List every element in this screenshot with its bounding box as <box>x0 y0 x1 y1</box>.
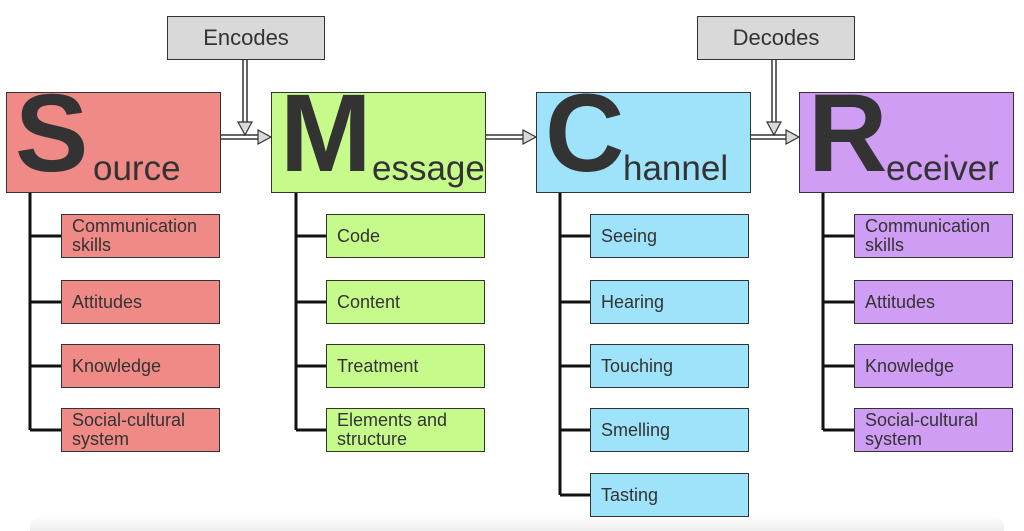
decodes-arrow-arrowhead <box>765 121 783 137</box>
encodes-box: Encodes <box>167 16 325 60</box>
channel-initial: C <box>545 72 624 195</box>
message-item: Content <box>326 280 485 324</box>
channel-box: C hannel <box>536 79 751 193</box>
receiver-initial: R <box>808 72 887 195</box>
encodes-arrow-arrowhead <box>236 121 254 137</box>
source-item: Knowledge <box>61 344 220 388</box>
channel-item: Touching <box>590 344 749 388</box>
source-rest: ource <box>93 149 181 188</box>
source-item: Social-cultural system <box>61 408 220 452</box>
receiver-item: Knowledge <box>854 344 1013 388</box>
receiver-box: R eceiver <box>799 79 1014 193</box>
receiver-rest: eceiver <box>886 149 999 188</box>
message-item: Elements and structure <box>326 408 485 452</box>
channel-to-receiver-arrow-arrowhead <box>785 128 801 146</box>
page-bottom-edge <box>30 515 1004 531</box>
message-item: Code <box>326 214 485 258</box>
channel-item: Hearing <box>590 280 749 324</box>
channel-item: Seeing <box>590 214 749 258</box>
source-item: Attitudes <box>61 280 220 324</box>
source-item: Communication skills <box>61 214 220 258</box>
source-to-message-arrow-arrowhead <box>257 128 273 146</box>
decodes-box: Decodes <box>697 16 855 60</box>
receiver-item: Social-cultural system <box>854 408 1013 452</box>
source-initial: S <box>15 72 88 195</box>
source-box: S ource <box>6 79 221 193</box>
receiver-item: Communication skills <box>854 214 1013 258</box>
message-item: Treatment <box>326 344 485 388</box>
message-rest: essage <box>372 149 485 188</box>
message-initial: M <box>280 72 372 195</box>
message-box: M essage <box>271 79 486 193</box>
message-to-channel-arrow-arrowhead <box>522 128 538 146</box>
receiver-item: Attitudes <box>854 280 1013 324</box>
channel-rest: hannel <box>623 149 729 188</box>
channel-item: Tasting <box>590 473 749 517</box>
channel-item: Smelling <box>590 408 749 452</box>
